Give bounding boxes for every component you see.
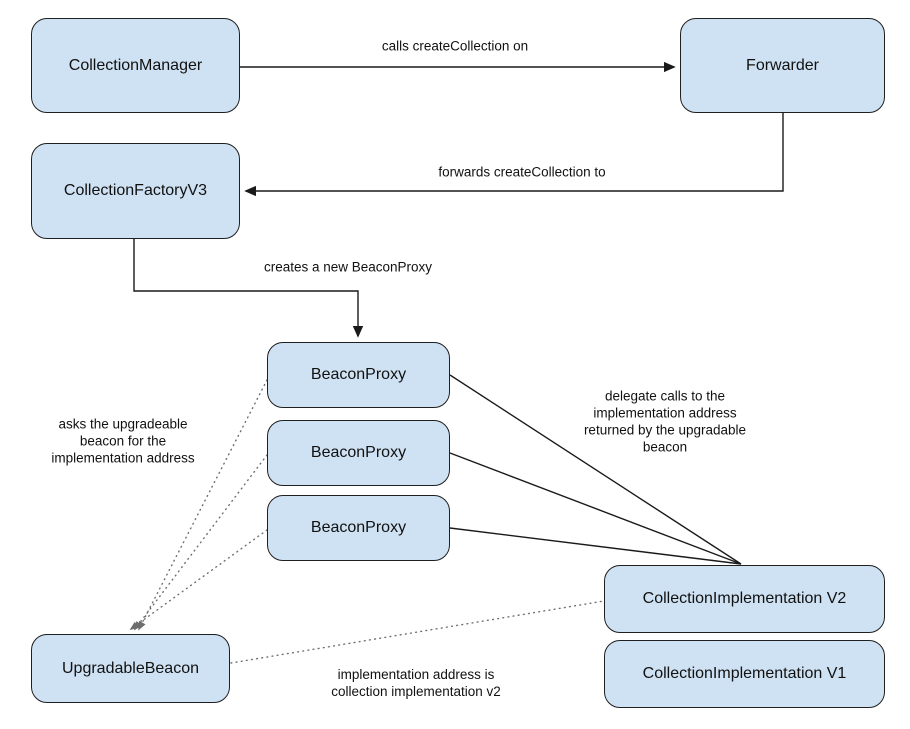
edge-asks-beacon-1 <box>138 379 268 631</box>
edge-label-implementation-address: implementation address is collection imp… <box>331 666 501 699</box>
node-label-collection-manager: CollectionManager <box>68 56 203 74</box>
node-label-beacon-proxy-2: BeaconProxy <box>310 444 407 461</box>
node-collection-factory-v3: CollectionFactoryV3 <box>31 143 240 239</box>
edge-label-forwards-create-collection: forwards createCollection to <box>438 164 606 180</box>
node-label-collection-implementation-v1: CollectionImplementation V1 <box>642 665 847 682</box>
edge-creates-beacon-proxy <box>133 239 364 338</box>
node-label-beacon-proxy-3: BeaconProxy <box>310 519 407 536</box>
node-beacon-proxy-3: BeaconProxy <box>267 495 450 561</box>
edge-implementation-address <box>230 600 605 664</box>
edge-asks-beacon-2 <box>133 454 268 631</box>
node-label-upgradable-beacon: UpgradableBeacon <box>62 659 199 677</box>
node-label-forwarder: Forwarder <box>746 56 819 74</box>
edge-label-calls-create-collection: calls createCollection on <box>381 38 529 54</box>
edge-asks-beacon-3 <box>129 529 268 631</box>
node-collection-implementation-v2: CollectionImplementation V2 <box>604 565 885 633</box>
edge-delegate-calls-1 <box>449 374 742 565</box>
edge-label-delegate-calls: delegate calls to the implementation add… <box>583 388 747 456</box>
node-collection-manager: CollectionManager <box>31 18 240 113</box>
node-collection-implementation-v1: CollectionImplementation V1 <box>604 640 885 708</box>
edge-label-asks-beacon: asks the upgradeable beacon for the impl… <box>51 416 195 466</box>
edge-forwards-create-collection <box>244 113 784 197</box>
edges-group <box>129 61 784 664</box>
edge-delegate-calls-2 <box>449 452 742 565</box>
node-upgradable-beacon: UpgradableBeacon <box>31 634 230 703</box>
node-label-collection-implementation-v2: CollectionImplementation V2 <box>642 590 847 607</box>
edge-label-creates-beacon-proxy: creates a new BeaconProxy <box>263 259 433 275</box>
node-label-collection-factory-v3: CollectionFactoryV3 <box>63 182 208 199</box>
node-label-beacon-proxy-1: BeaconProxy <box>310 366 407 383</box>
node-beacon-proxy-1: BeaconProxy <box>267 342 450 408</box>
node-forwarder: Forwarder <box>680 18 885 113</box>
edge-delegate-calls-3 <box>449 527 742 565</box>
node-beacon-proxy-2: BeaconProxy <box>267 420 450 486</box>
